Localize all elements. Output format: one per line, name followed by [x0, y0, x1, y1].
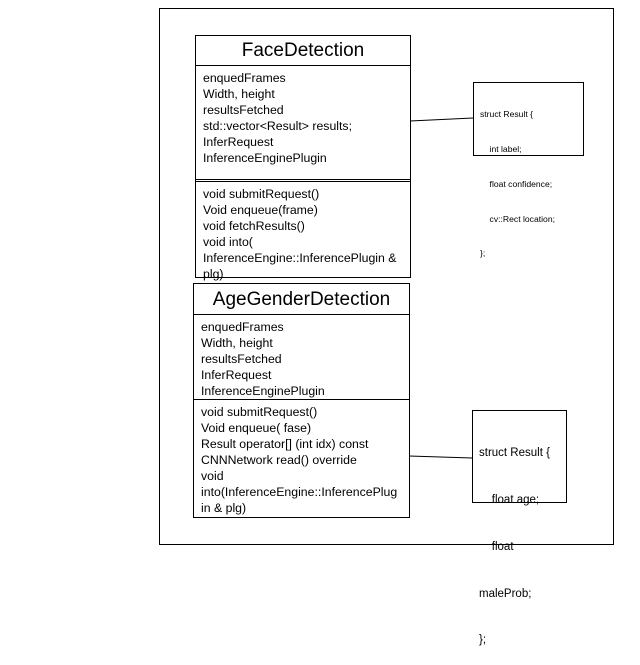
- face-detection-class: FaceDetection enquedFrames Width, height…: [195, 35, 411, 281]
- method: void fetchResults(): [203, 219, 305, 233]
- method: Void enqueue( fase): [201, 421, 312, 435]
- connector-lines: [408, 117, 474, 459]
- attribute: InferRequest: [201, 368, 272, 382]
- note-line: struct Result {: [479, 447, 550, 460]
- face-detection-to-result-connector: [409, 117, 474, 122]
- method: in & plg): [201, 501, 247, 515]
- method: void into(: [203, 235, 253, 249]
- attribute: resultsFetched: [203, 103, 284, 117]
- note-line: float confidence;: [480, 178, 553, 189]
- method: Result operator[] (int idx) const: [201, 437, 369, 451]
- attribute: std::vector<Result> results;: [203, 119, 352, 133]
- note-line: cv::Rect location;: [480, 213, 555, 224]
- method: into(InferenceEngine::InferencePlug: [201, 485, 398, 499]
- age-gender-detection-title: AgeGenderDetection: [194, 284, 409, 315]
- method: InferenceEngine::InferencePlugin &: [203, 251, 397, 265]
- note-line: float: [479, 540, 514, 553]
- attribute: enquedFrames: [203, 71, 286, 85]
- age-gender-result-note: struct Result { float age; float malePro…: [472, 410, 567, 646]
- note-line: maleProb;: [479, 587, 532, 600]
- method: CNNNetwork read() override: [201, 453, 357, 467]
- attribute: Width, height: [201, 336, 273, 350]
- note-line: struct Result {: [480, 109, 534, 120]
- attribute: resultsFetched: [201, 352, 282, 366]
- face-detection-title: FaceDetection: [196, 36, 410, 66]
- age-gender-to-result-connector: [408, 455, 473, 459]
- face-detection-methods: void submitRequest() Void enqueue(frame)…: [196, 179, 410, 289]
- age-gender-detection-attributes: enquedFrames Width, height resultsFetche…: [194, 315, 409, 399]
- attribute: InferRequest: [203, 135, 274, 149]
- note-line: float age;: [479, 493, 540, 506]
- attribute: InferenceEnginePlugin: [203, 151, 327, 165]
- diagram-frame: [159, 8, 614, 545]
- method: void submitRequest(): [201, 405, 318, 419]
- attribute: Width, height: [203, 87, 275, 101]
- attribute: InferenceEnginePlugin: [201, 384, 325, 398]
- face-result-note: struct Result { int label; float confide…: [473, 82, 584, 258]
- note-line: int label;: [480, 143, 522, 154]
- method: Void enqueue(frame): [203, 203, 318, 217]
- method: plg): [203, 267, 224, 281]
- attribute: enquedFrames: [201, 320, 284, 334]
- note-line: };: [480, 248, 486, 259]
- note-line: };: [479, 634, 487, 647]
- age-gender-detection-methods: void submitRequest() Void enqueue( fase)…: [194, 399, 409, 527]
- method: void: [201, 469, 224, 483]
- face-detection-attributes: enquedFrames Width, height resultsFetche…: [196, 66, 410, 179]
- age-gender-detection-class: AgeGenderDetection enquedFrames Width, h…: [193, 283, 410, 518]
- method: void submitRequest(): [203, 187, 320, 201]
